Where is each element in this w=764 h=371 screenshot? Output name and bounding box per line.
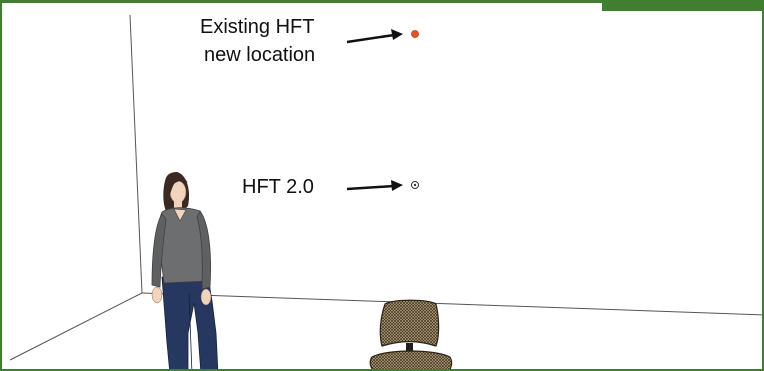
right-hand <box>200 288 212 306</box>
frame-corner-tab <box>602 3 762 11</box>
left-hand <box>151 286 163 304</box>
woman-figure <box>151 172 219 369</box>
room-edges <box>9 14 762 361</box>
hft2-label: HFT 2.0 <box>242 176 314 198</box>
arrow-hft2 <box>346 180 403 191</box>
existing-hft-marker <box>411 30 419 38</box>
chair <box>369 299 453 369</box>
room-scene <box>9 14 762 369</box>
left-floor-edge <box>9 292 143 361</box>
back-floor-edge <box>141 292 762 316</box>
chair-seat <box>369 350 453 369</box>
chair-backrest <box>379 299 440 347</box>
hft2-marker <box>411 181 419 189</box>
existing-hft-label-line1: Existing HFT <box>200 16 315 38</box>
arrow-existing <box>346 29 403 44</box>
corner-edge <box>129 14 143 294</box>
chair-post <box>406 343 413 357</box>
existing-hft-label-line2: new location <box>204 44 316 66</box>
